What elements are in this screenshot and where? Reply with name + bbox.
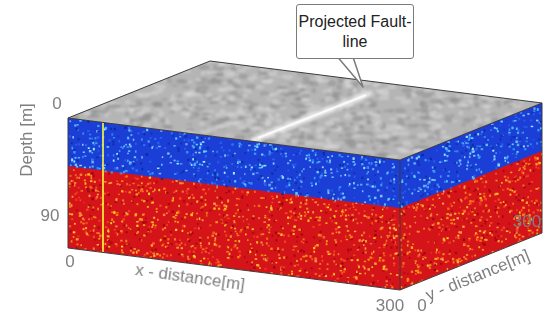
callout-box: Projected Fault-line <box>296 4 414 59</box>
axis-tick: 90 <box>41 207 60 226</box>
callout-text: Projected Fault-line <box>297 12 413 50</box>
axis-tick: 0 <box>417 297 426 316</box>
x-section-face <box>68 118 402 290</box>
axis-tick: 300 <box>376 297 404 316</box>
block-edges <box>68 61 542 290</box>
axis-tick: 0 <box>52 95 61 114</box>
axis-tick: 300 <box>513 213 541 232</box>
axis-title: Depth [m] <box>18 103 37 177</box>
axis-tick: 0 <box>65 253 74 272</box>
